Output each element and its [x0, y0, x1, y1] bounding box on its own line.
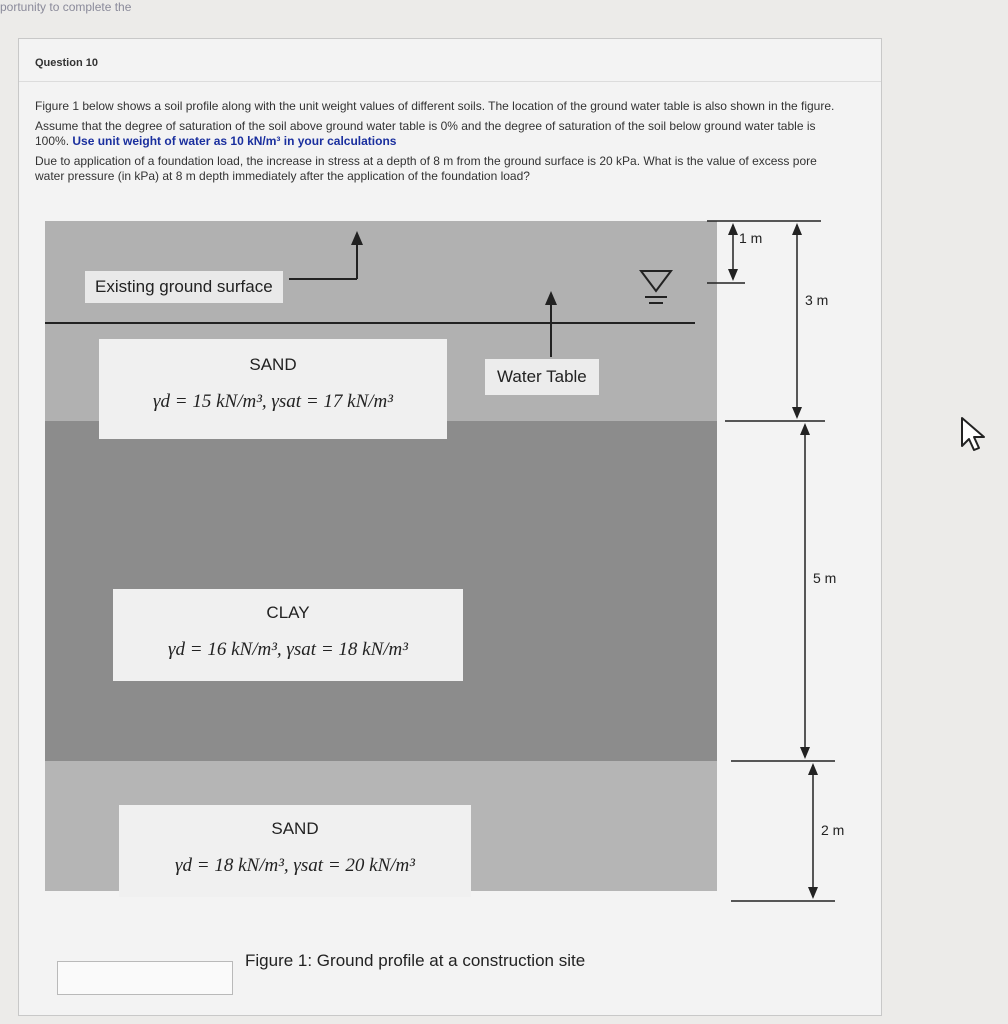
answer-input[interactable]: [57, 961, 233, 995]
dim-label-sand-bottom: 2 m: [821, 822, 844, 838]
sand-top-equation: γd = 15 kN/m³, γsat = 17 kN/m³: [153, 391, 393, 412]
sand-bottom-equation: γd = 18 kN/m³, γsat = 20 kN/m³: [175, 855, 415, 876]
question-header: Question 10: [19, 39, 881, 82]
clay-equation: γd = 16 kN/m³, γsat = 18 kN/m³: [168, 639, 408, 660]
ground-pointer-arrowhead: [351, 231, 363, 245]
question-paragraph-3: Due to application of a foundation load,…: [35, 154, 817, 183]
figure-caption: Figure 1: Ground profile at a constructi…: [245, 951, 586, 970]
saturation-assumption: Assume that the degree of saturation of …: [35, 119, 816, 148]
existing-ground-label: Existing ground surface: [85, 271, 283, 303]
dim-label-water-table: 1 m: [739, 230, 762, 246]
water-table-arrowhead: [545, 291, 557, 305]
question-title: Question 10: [35, 57, 98, 69]
unit-weight-water-note: Use unit weight of water as 10 kN/m³ in …: [72, 134, 397, 148]
sand-bottom-label-box: SAND γd = 18 kN/m³, γsat = 20 kN/m³: [119, 805, 471, 897]
dim-label-sand-top: 3 m: [805, 292, 828, 308]
sand-top-name: SAND: [249, 355, 297, 374]
water-table-symbol-icon: [639, 270, 673, 293]
sand-bottom-name: SAND: [271, 819, 319, 838]
page-header-snippet: portunity to complete the: [0, 0, 132, 14]
question-paragraph-2: Assume that the degree of saturation of …: [35, 119, 835, 149]
question-paragraph-1: Figure 1 below shows a soil profile alon…: [35, 99, 835, 113]
clay-name: CLAY: [266, 603, 310, 622]
clay-label-box: CLAY γd = 16 kN/m³, γsat = 18 kN/m³: [113, 589, 463, 681]
question-text: Figure 1 below shows a soil profile alon…: [35, 99, 835, 189]
profile-lines: 1 m 3 m 5 m 2 m: [45, 220, 844, 902]
question-card: Question 10 Figure 1 below shows a soil …: [18, 38, 882, 1016]
mouse-cursor-icon: [961, 417, 985, 451]
dim-label-clay: 5 m: [813, 570, 836, 586]
water-table-label: Water Table: [485, 359, 599, 395]
sand-top-label-box: SAND γd = 15 kN/m³, γsat = 17 kN/m³: [99, 339, 447, 439]
soil-profile-figure: 1 m 3 m 5 m 2 m Existing ground surface …: [45, 211, 844, 970]
